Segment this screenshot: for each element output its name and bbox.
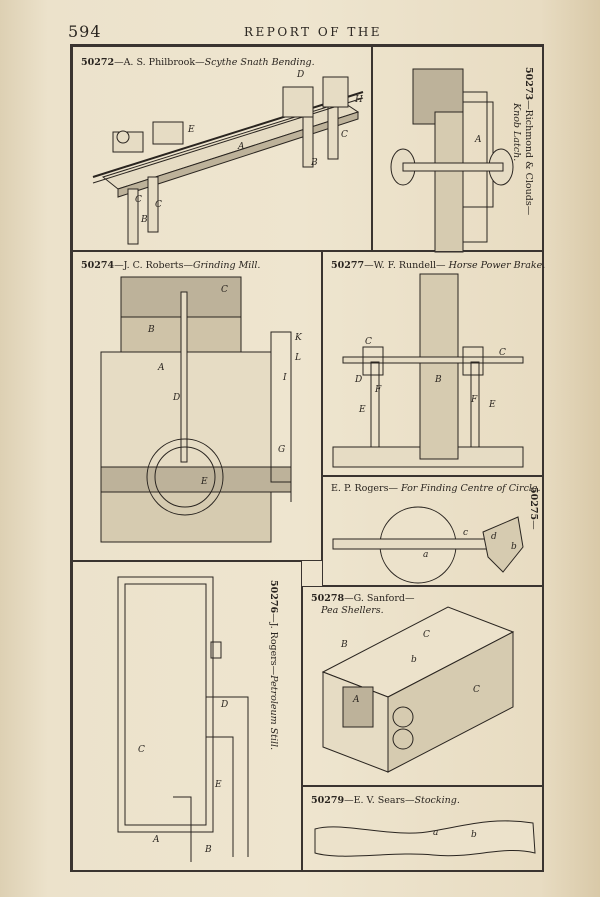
page-number: 594 xyxy=(68,22,102,41)
svg-text:B: B xyxy=(140,215,148,225)
horse-power-brake-drawing: B C C D F F E E xyxy=(332,273,524,468)
svg-text:C: C xyxy=(499,348,506,358)
invention-title: For Finding Centre of Circle. xyxy=(401,483,541,494)
invention-title: Horse Power Brake. xyxy=(448,260,546,271)
inventor-name: J. C. Roberts xyxy=(123,260,184,271)
figure-50276-caption: 50276—J. Rogers—Petroleum Still. xyxy=(268,580,279,751)
figure-number: 50276 xyxy=(268,580,279,614)
inventor-name: Richmond & Clouds xyxy=(523,109,534,206)
inventor-name: W. F. Rundell xyxy=(373,260,437,271)
svg-text:B: B xyxy=(204,845,212,855)
svg-text:E: E xyxy=(488,400,496,410)
svg-text:F: F xyxy=(470,395,478,405)
inventor-name: E. P. Rogers xyxy=(331,483,389,494)
svg-text:D: D xyxy=(296,70,304,80)
inventor-name: E. V. Sears xyxy=(353,795,405,806)
figure-50274-panel: 50274—J. C. Roberts—Grinding Mill. C B A… xyxy=(72,251,322,561)
svg-text:C: C xyxy=(423,630,430,640)
svg-text:I: I xyxy=(282,373,287,383)
figure-50272-caption: 50272—A. S. Philbrook—Scythe Snath Bendi… xyxy=(81,57,315,68)
figure-50272-panel: 50272—A. S. Philbrook—Scythe Snath Bendi… xyxy=(72,46,372,251)
svg-text:E: E xyxy=(187,125,195,135)
svg-text:d: d xyxy=(491,532,497,542)
svg-text:B: B xyxy=(434,375,442,385)
svg-text:C: C xyxy=(473,685,480,695)
svg-text:D: D xyxy=(172,393,180,403)
figure-number: 50278 xyxy=(311,593,345,604)
figure-50275-number: 50275— xyxy=(528,487,539,530)
invention-title: Pea Shellers. xyxy=(321,605,384,616)
svg-text:H: H xyxy=(354,95,363,105)
figure-50278-panel: 50278—G. Sanford— Pea Shellers. B C C A … xyxy=(302,586,544,786)
svg-text:B: B xyxy=(310,158,318,168)
svg-text:C: C xyxy=(341,130,348,140)
inventor-name: G. Sanford xyxy=(353,593,406,604)
svg-text:A: A xyxy=(152,835,160,845)
svg-text:b: b xyxy=(471,830,477,840)
figure-50277-panel: 50277—W. F. Rundell— Horse Power Brake. … xyxy=(322,251,545,476)
figure-number: 50275 xyxy=(528,487,539,521)
figure-50277-caption: 50277—W. F. Rundell— Horse Power Brake. xyxy=(331,260,600,271)
svg-text:C: C xyxy=(138,745,145,755)
figure-plate: 50272—A. S. Philbrook—Scythe Snath Bendi… xyxy=(70,44,545,872)
figure-50275-caption: E. P. Rogers— For Finding Centre of Circ… xyxy=(331,483,581,494)
figure-50273-panel: A 50273—Richmond & Clouds— Knob Latch. xyxy=(372,46,544,253)
figure-50273-caption: 50273—Richmond & Clouds— xyxy=(523,67,534,216)
figure-number: 50279 xyxy=(311,795,345,806)
invention-title: Stocking. xyxy=(414,795,460,806)
svg-text:E: E xyxy=(200,477,208,487)
figure-number: 50273 xyxy=(523,67,534,101)
svg-text:E: E xyxy=(358,405,366,415)
svg-text:B: B xyxy=(340,640,348,650)
svg-text:K: K xyxy=(294,333,303,343)
svg-text:F: F xyxy=(374,385,382,395)
inventor-name: A. S. Philbrook xyxy=(123,57,196,68)
svg-text:A: A xyxy=(237,142,245,152)
figure-50278-caption: 50278—G. Sanford— xyxy=(311,593,415,604)
svg-text:a: a xyxy=(423,550,428,560)
svg-text:b: b xyxy=(411,655,417,665)
figure-number: 50274 xyxy=(81,260,115,271)
figure-50279-panel: 50279—E. V. Sears—Stocking. a b xyxy=(302,786,544,872)
svg-text:a: a xyxy=(433,828,438,838)
knob-latch-drawing: A xyxy=(390,68,514,253)
svg-text:D: D xyxy=(220,700,228,710)
svg-text:G: G xyxy=(278,445,285,455)
svg-text:E: E xyxy=(214,780,222,790)
petroleum-still-drawing: C D E A B xyxy=(117,576,249,862)
svg-text:C: C xyxy=(135,195,142,205)
page-header: 594 REPORT OF THE xyxy=(0,22,600,44)
running-head: REPORT OF THE xyxy=(244,25,383,39)
svg-text:A: A xyxy=(157,363,165,373)
svg-text:A: A xyxy=(352,695,360,705)
svg-text:D: D xyxy=(354,375,362,385)
svg-text:b: b xyxy=(511,542,517,552)
figure-50275-panel: E. P. Rogers— For Finding Centre of Circ… xyxy=(322,476,544,586)
scythe-snath-bender-drawing: D H E A C C C B B xyxy=(92,70,364,245)
svg-text:C: C xyxy=(155,200,162,210)
figure-50279-caption: 50279—E. V. Sears—Stocking. xyxy=(311,795,460,806)
svg-text:L: L xyxy=(294,353,301,363)
svg-text:C: C xyxy=(365,337,372,347)
centre-finder-drawing: a c d b xyxy=(332,506,524,584)
svg-text:C: C xyxy=(221,285,228,295)
invention-title: Knob Latch. xyxy=(511,103,522,162)
figure-number: 50272 xyxy=(81,57,115,68)
pea-sheller-drawing: B C C A b xyxy=(321,606,515,773)
figure-number: 50277 xyxy=(331,260,365,271)
invention-title: Scythe Snath Bending. xyxy=(204,57,315,68)
invention-title: Petroleum Still. xyxy=(268,675,279,751)
svg-text:B: B xyxy=(147,325,155,335)
stocking-drawing: a b xyxy=(314,820,536,857)
inventor-name: J. Rogers xyxy=(268,622,279,666)
invention-title: Grinding Mill. xyxy=(192,260,261,271)
figure-50276-panel: C D E A B 50276—J. Rogers—Petroleum Stil… xyxy=(72,561,302,872)
grinding-mill-drawing: C B A D E K L I G xyxy=(100,276,303,543)
figure-50274-caption: 50274—J. C. Roberts—Grinding Mill. xyxy=(81,260,261,271)
svg-text:c: c xyxy=(463,528,468,538)
svg-text:A: A xyxy=(474,135,482,145)
